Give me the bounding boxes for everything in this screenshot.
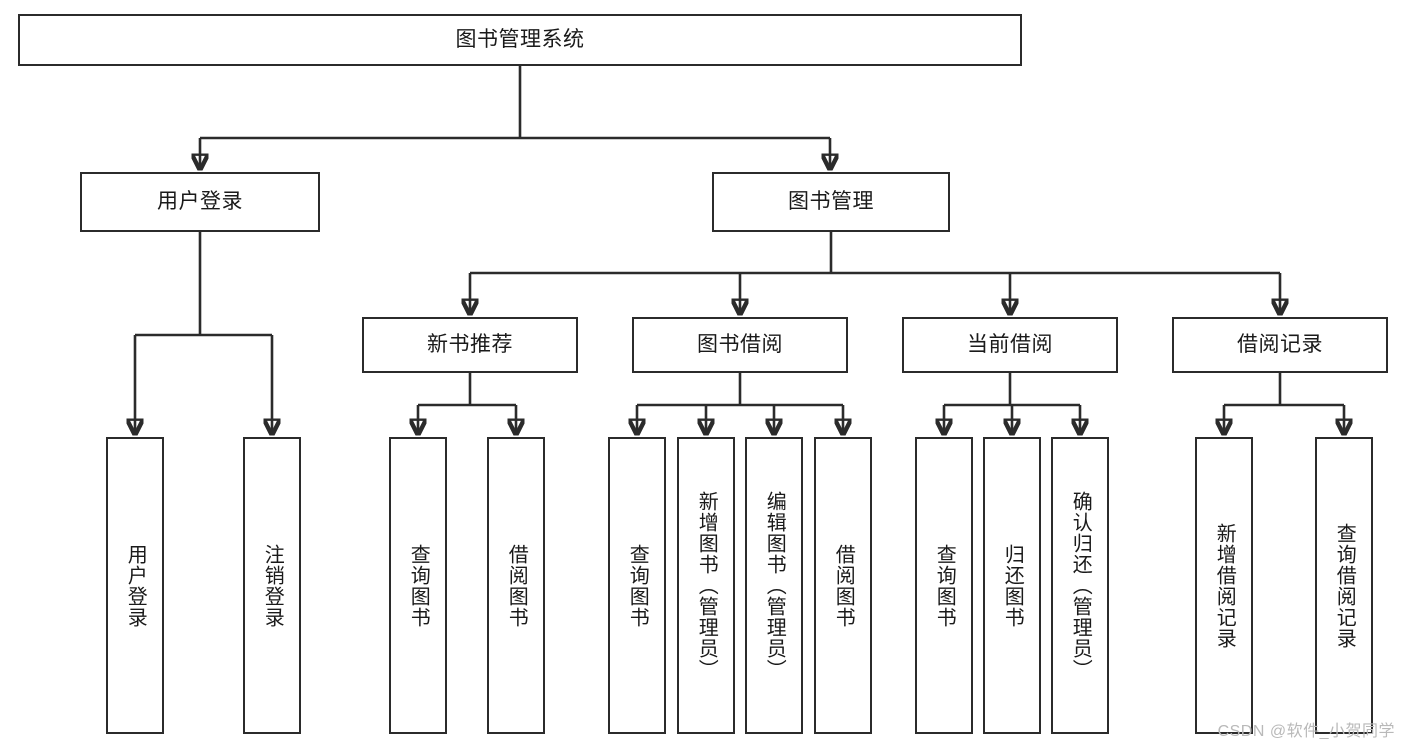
node-borrow-record[interactable]: 借阅记录 xyxy=(1172,317,1388,373)
node-leaf-user-login-label: 用户登录 xyxy=(124,543,147,628)
node-leaf-confirm-return[interactable]: 确认归还（管理员） xyxy=(1051,437,1109,734)
node-borrow-record-label: 借阅记录 xyxy=(1237,332,1323,356)
node-new-book-recommend[interactable]: 新书推荐 xyxy=(362,317,578,373)
node-root-label: 图书管理系统 xyxy=(455,27,585,51)
node-leaf-query-borrow-record[interactable]: 查询借阅记录 xyxy=(1315,437,1373,734)
node-leaf-add-borrow-record-label: 新增借阅记录 xyxy=(1213,522,1236,649)
csdn-watermark: CSDN @软件_小贺同学 xyxy=(1217,723,1395,740)
node-leaf-add-borrow-record[interactable]: 新增借阅记录 xyxy=(1195,437,1253,734)
node-leaf-user-logout-label: 注销登录 xyxy=(261,543,284,628)
node-book-borrow[interactable]: 图书借阅 xyxy=(632,317,848,373)
node-current-borrow-label: 当前借阅 xyxy=(967,332,1053,356)
node-book-borrow-label: 图书借阅 xyxy=(697,332,783,356)
node-leaf-edit-book-label: 编辑图书（管理员） xyxy=(763,491,786,680)
node-root[interactable]: 图书管理系统 xyxy=(18,14,1022,66)
node-book-manage[interactable]: 图书管理 xyxy=(712,172,950,232)
node-user-login-label: 用户登录 xyxy=(157,189,243,213)
node-leaf-query-borrow-record-label: 查询借阅记录 xyxy=(1333,522,1356,649)
node-leaf-borrow-book-1[interactable]: 借阅图书 xyxy=(487,437,545,734)
node-leaf-return-book-label: 归还图书 xyxy=(1001,543,1024,628)
node-user-login[interactable]: 用户登录 xyxy=(80,172,320,232)
node-leaf-user-login[interactable]: 用户登录 xyxy=(106,437,164,734)
node-leaf-add-book[interactable]: 新增图书（管理员） xyxy=(677,437,735,734)
node-leaf-edit-book[interactable]: 编辑图书（管理员） xyxy=(745,437,803,734)
node-leaf-query-book-3[interactable]: 查询图书 xyxy=(915,437,973,734)
node-new-book-recommend-label: 新书推荐 xyxy=(427,332,513,356)
node-leaf-user-logout[interactable]: 注销登录 xyxy=(243,437,301,734)
node-leaf-query-book-1-label: 查询图书 xyxy=(407,543,430,628)
node-leaf-query-book-1[interactable]: 查询图书 xyxy=(389,437,447,734)
node-leaf-add-book-label: 新增图书（管理员） xyxy=(695,491,718,680)
node-leaf-confirm-return-label: 确认归还（管理员） xyxy=(1069,491,1092,680)
node-current-borrow[interactable]: 当前借阅 xyxy=(902,317,1118,373)
node-leaf-query-book-2[interactable]: 查询图书 xyxy=(608,437,666,734)
node-leaf-return-book[interactable]: 归还图书 xyxy=(983,437,1041,734)
node-leaf-query-book-2-label: 查询图书 xyxy=(626,543,649,628)
node-book-manage-label: 图书管理 xyxy=(788,189,874,213)
node-leaf-borrow-book-1-label: 借阅图书 xyxy=(505,543,528,628)
node-leaf-borrow-book-2-label: 借阅图书 xyxy=(832,543,855,628)
node-leaf-query-book-3-label: 查询图书 xyxy=(933,543,956,628)
node-leaf-borrow-book-2[interactable]: 借阅图书 xyxy=(814,437,872,734)
